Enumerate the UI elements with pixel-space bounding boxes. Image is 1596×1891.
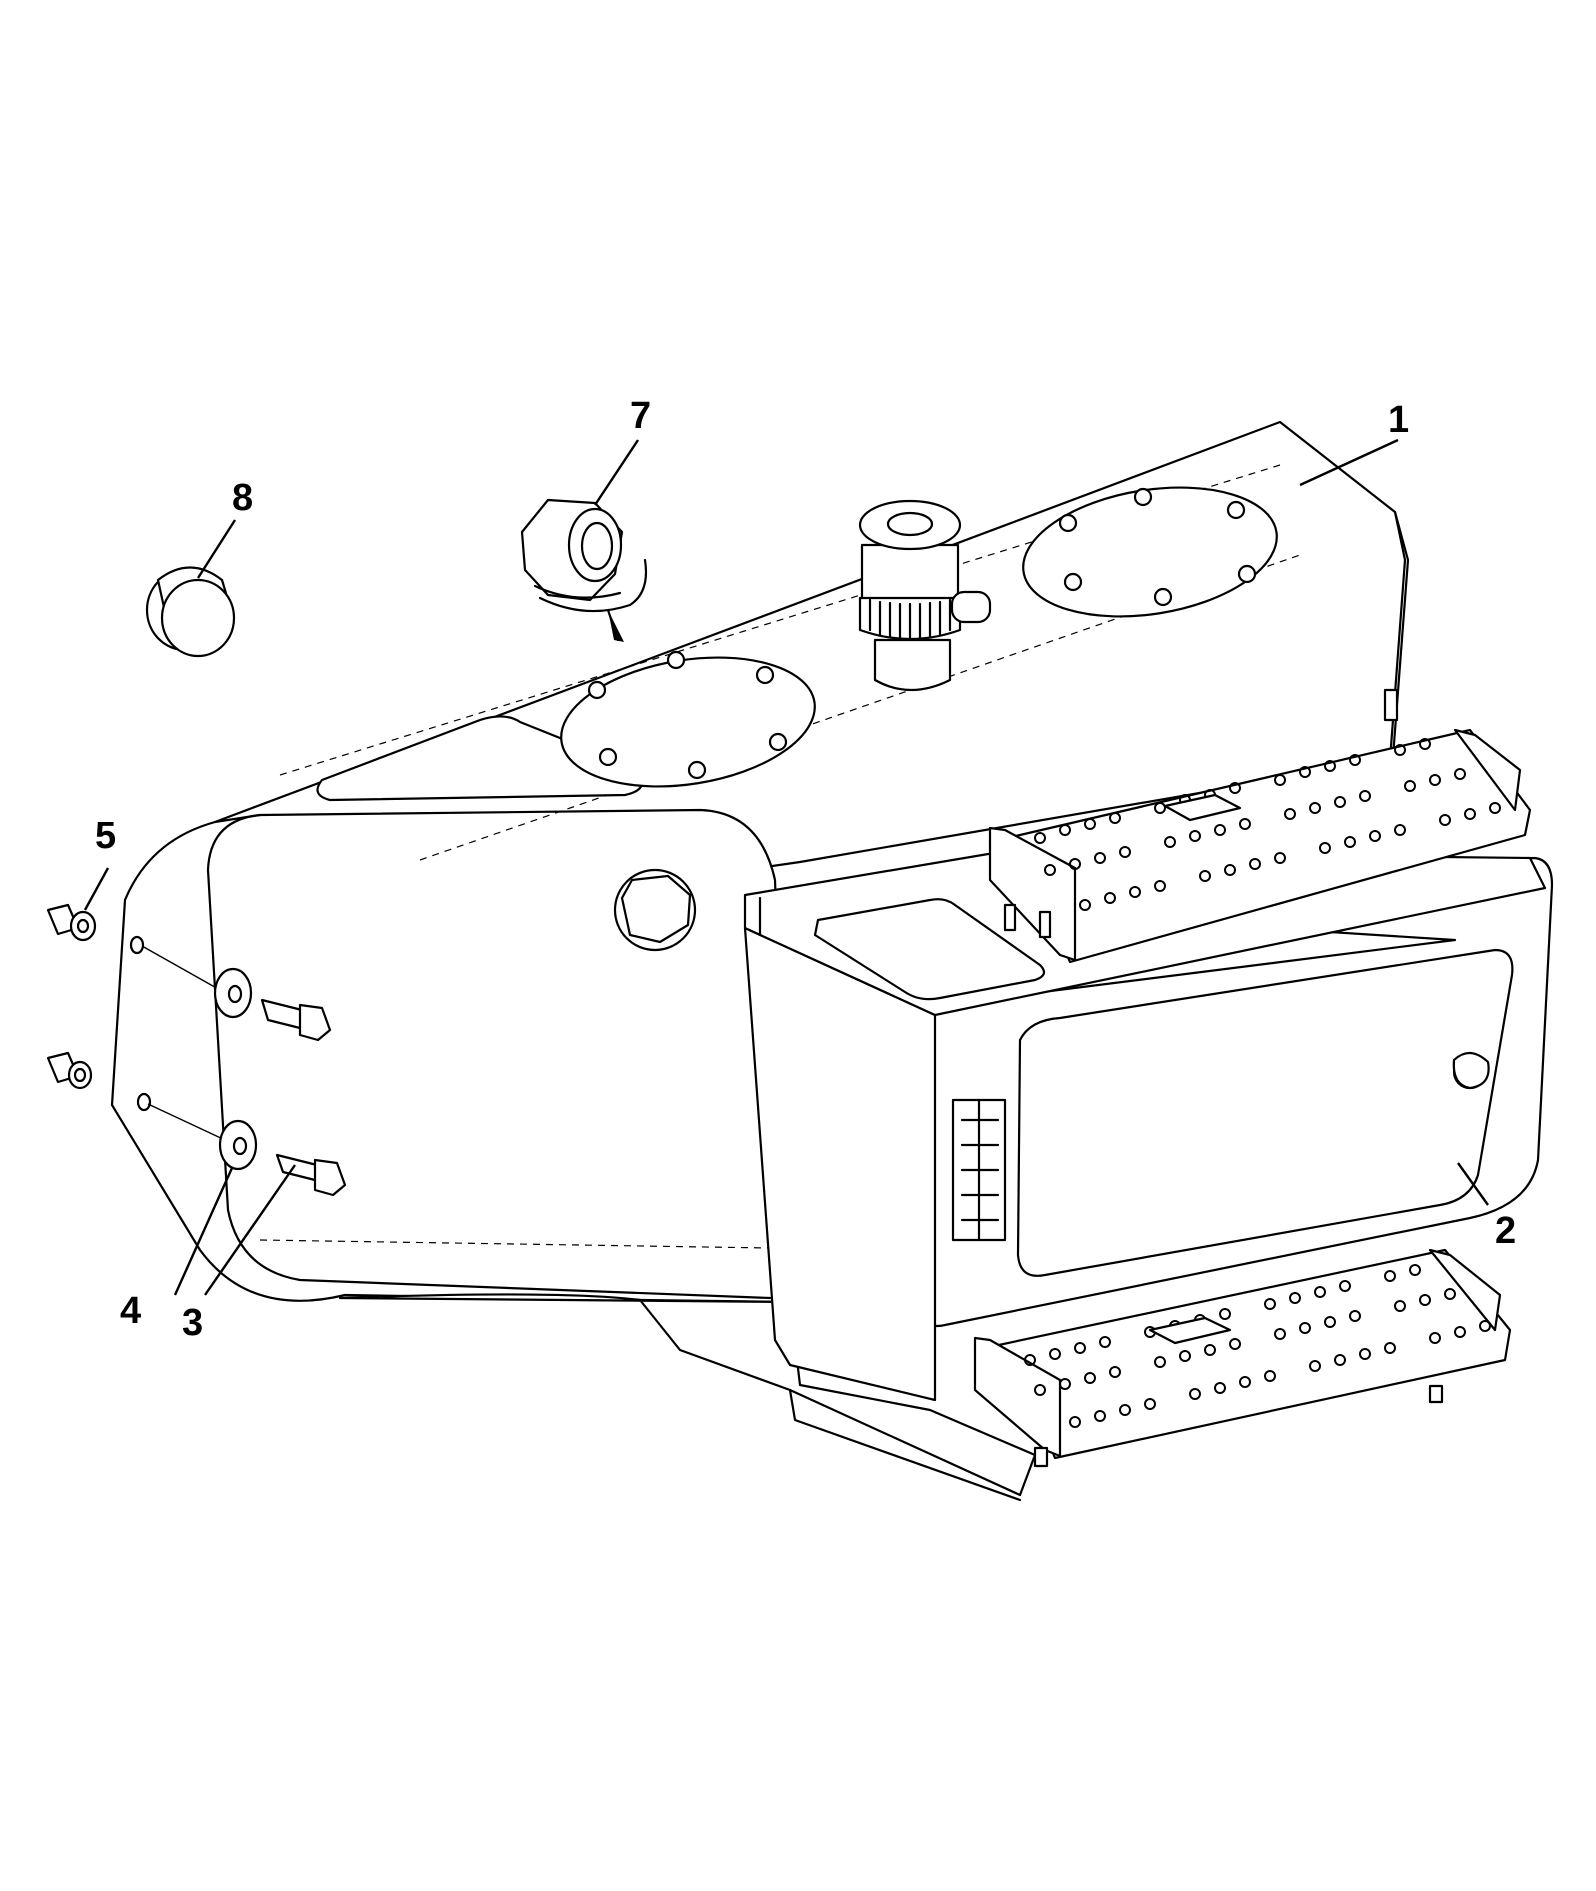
drain-plug (613, 868, 697, 952)
screw-top-part-5 (46, 903, 97, 942)
nut-part-7 (520, 498, 648, 642)
bolt-bottom-part-3 (275, 1153, 347, 1197)
callout-5: 5 (95, 815, 116, 857)
washer-bottom-part-4 (218, 1119, 258, 1171)
callout-2: 2 (1495, 1210, 1516, 1252)
inspection-cover-left (560, 650, 816, 788)
callout-4: 4 (120, 1290, 141, 1332)
cap-part-8 (145, 566, 236, 658)
callout-1: 1 (1388, 399, 1409, 441)
lower-step (973, 1248, 1512, 1468)
door-hinge (951, 1098, 1007, 1242)
door-latch (1452, 1051, 1490, 1090)
filler-neck (858, 499, 992, 692)
upper-step (988, 728, 1532, 964)
tool-box (743, 850, 1554, 1402)
callout-3: 3 (182, 1302, 203, 1344)
washer-top-part-4 (213, 967, 253, 1019)
screw-bottom-part-5 (46, 1051, 93, 1090)
callout-8: 8 (232, 477, 253, 519)
leader-lines (83, 438, 1489, 1296)
inspection-cover-right (1022, 486, 1278, 618)
callout-7: 7 (630, 395, 651, 437)
bolt-top-part-3 (260, 998, 332, 1042)
